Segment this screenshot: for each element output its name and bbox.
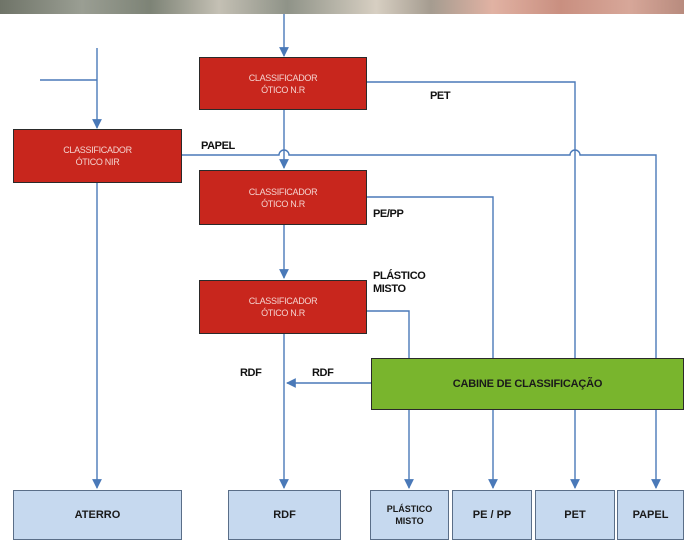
output-rdf-label: RDF [273, 509, 296, 521]
output-plastico-misto-label: PLÁSTICO MISTO [386, 504, 433, 526]
optical-sorter-bottom-label: CLASSIFICADOR ÓTICO N.R [248, 296, 318, 318]
flow-label-rdf-right: RDF [312, 367, 334, 379]
photo-strip [0, 0, 684, 14]
optical-sorter-top: CLASSIFICADOR ÓTICO N.R [199, 57, 367, 110]
plastico-branch [366, 310, 414, 489]
output-plastico-misto: PLÁSTICO MISTO [370, 490, 449, 540]
optical-sorter-bottom: CLASSIFICADOR ÓTICO N.R [199, 280, 367, 334]
pepp-branch [366, 196, 498, 489]
optical-sorter-top-label: CLASSIFICADOR ÓTICO N.R [248, 72, 318, 95]
flow-label-pe-pp: PE/PP [373, 208, 404, 220]
output-pe-pp: PE / PP [452, 490, 532, 540]
output-papel: PAPEL [617, 490, 684, 540]
sorting-cabin: CABINE DE CLASSIFICAÇÃO [371, 358, 684, 410]
flow-label-papel: PAPEL [201, 140, 235, 152]
optical-sorter-middle: CLASSIFICADOR ÓTICO N.R [199, 170, 367, 225]
output-aterro-label: ATERRO [74, 509, 121, 521]
optical-sorter-left-label: CLASSIFICADOR ÓTICO NIR [63, 145, 132, 167]
pet-branch [366, 81, 580, 489]
flow-label-pet: PET [430, 90, 451, 102]
output-rdf: RDF [228, 490, 341, 540]
optical-sorter-middle-label: CLASSIFICADOR ÓTICO N.R [248, 186, 318, 209]
optical-sorter-left: CLASSIFICADOR ÓTICO NIR [13, 129, 182, 183]
output-pe-pp-label: PE / PP [472, 509, 512, 521]
output-pet-label: PET [564, 509, 586, 521]
papel-branch [181, 149, 661, 489]
flow-label-plastico-misto: PLÁSTICO MISTO [373, 270, 426, 295]
output-papel-label: PAPEL [632, 509, 669, 521]
output-pet: PET [535, 490, 615, 540]
output-aterro: ATERRO [13, 490, 182, 540]
sorting-cabin-label: CABINE DE CLASSIFICAÇÃO [452, 378, 603, 390]
flow-label-rdf-left: RDF [240, 367, 262, 379]
